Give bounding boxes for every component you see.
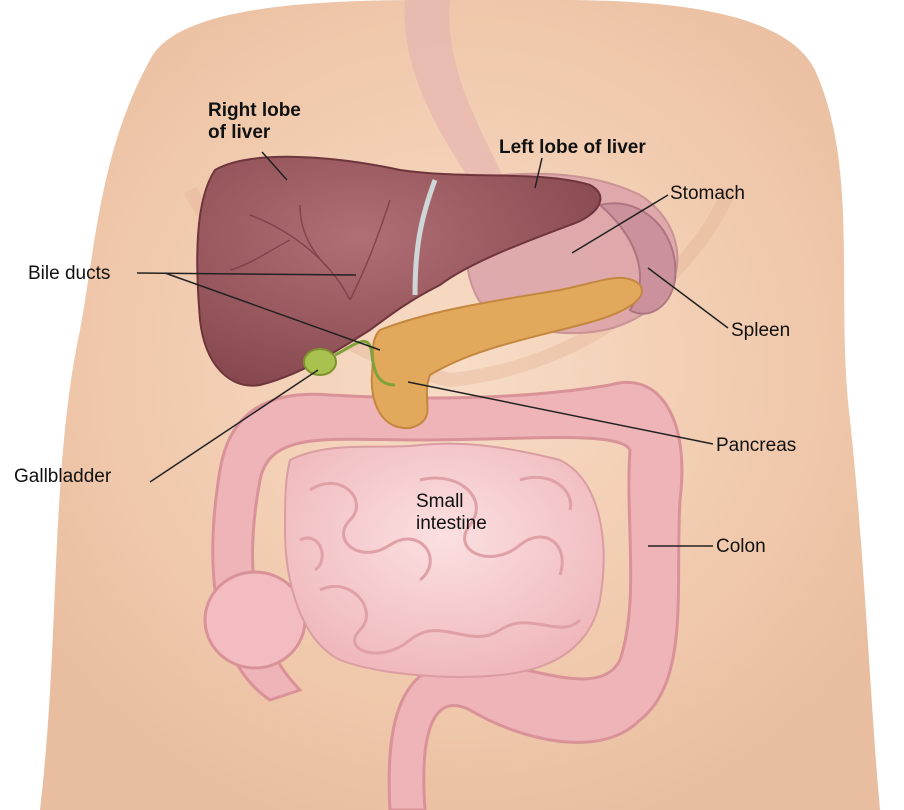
cecum-shape bbox=[205, 572, 305, 668]
stomach-label: Stomach bbox=[670, 183, 745, 204]
colon-label: Colon bbox=[716, 536, 766, 557]
right-lobe-label-line2: of liver bbox=[208, 122, 270, 143]
pancreas-label: Pancreas bbox=[716, 435, 796, 456]
bile-ducts-label: Bile ducts bbox=[28, 263, 110, 284]
right-lobe-label-line1: Right lobe bbox=[208, 100, 301, 121]
gallbladder-shape bbox=[304, 349, 336, 375]
small-intestine-label-line1: Small bbox=[416, 491, 464, 512]
small-intestine-label-line2: intestine bbox=[416, 513, 487, 534]
spleen-label: Spleen bbox=[731, 320, 790, 341]
gallbladder-label: Gallbladder bbox=[14, 466, 111, 487]
left-lobe-label: Left lobe of liver bbox=[499, 137, 646, 158]
